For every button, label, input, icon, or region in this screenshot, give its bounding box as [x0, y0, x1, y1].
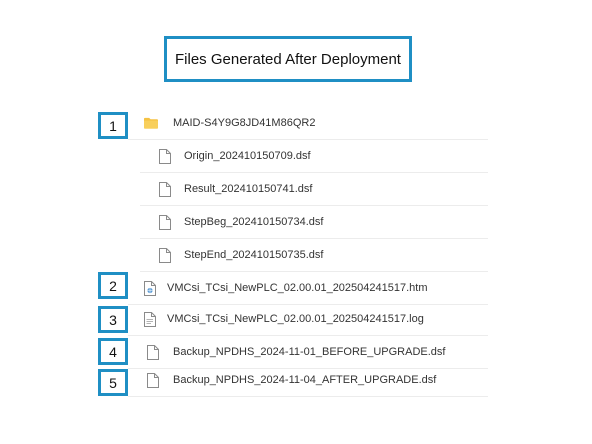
- file-icon: [146, 344, 160, 361]
- callout-4: 4: [98, 338, 128, 365]
- folder-row[interactable]: MAID-S4Y9G8JD41M86QR2: [128, 107, 488, 140]
- list-item[interactable]: Result_202410150741.dsf: [140, 173, 488, 206]
- list-item[interactable]: VMCsi_TCsi_NewPLC_02.00.01_202504241517.…: [128, 272, 488, 305]
- file-name: StepEnd_202410150735.dsf: [184, 249, 324, 261]
- file-name: Backup_NPDHS_2024-11-04_AFTER_UPGRADE.ds…: [173, 374, 437, 386]
- file-icon: [146, 372, 160, 389]
- callout-3: 3: [98, 306, 128, 333]
- file-name: VMCsi_TCsi_NewPLC_02.00.01_202504241517.…: [167, 282, 428, 294]
- htm-file-icon: [143, 280, 157, 297]
- file-icon: [158, 247, 172, 264]
- callout-2: 2: [98, 272, 128, 299]
- list-item[interactable]: Backup_NPDHS_2024-11-04_AFTER_UPGRADE.ds…: [128, 364, 488, 397]
- callout-1: 1: [98, 112, 128, 139]
- list-item[interactable]: StepEnd_202410150735.dsf: [140, 239, 488, 272]
- file-icon: [158, 148, 172, 165]
- file-name: VMCsi_TCsi_NewPLC_02.00.01_202504241517.…: [167, 313, 424, 325]
- file-icon: [158, 181, 172, 198]
- file-name: Origin_202410150709.dsf: [184, 150, 311, 162]
- page-title: Files Generated After Deployment: [164, 36, 412, 82]
- list-item[interactable]: VMCsi_TCsi_NewPLC_02.00.01_202504241517.…: [128, 303, 488, 336]
- file-name: Backup_NPDHS_2024-11-01_BEFORE_UPGRADE.d…: [173, 346, 446, 358]
- folder-name: MAID-S4Y9G8JD41M86QR2: [173, 117, 316, 129]
- list-item[interactable]: StepBeg_202410150734.dsf: [140, 206, 488, 239]
- log-file-icon: [143, 311, 157, 328]
- file-icon: [158, 214, 172, 231]
- list-item[interactable]: Backup_NPDHS_2024-11-01_BEFORE_UPGRADE.d…: [128, 336, 488, 369]
- folder-icon: [144, 115, 158, 132]
- callout-5: 5: [98, 369, 128, 396]
- list-item[interactable]: Origin_202410150709.dsf: [140, 140, 488, 173]
- file-name: Result_202410150741.dsf: [184, 183, 313, 195]
- file-name: StepBeg_202410150734.dsf: [184, 216, 324, 228]
